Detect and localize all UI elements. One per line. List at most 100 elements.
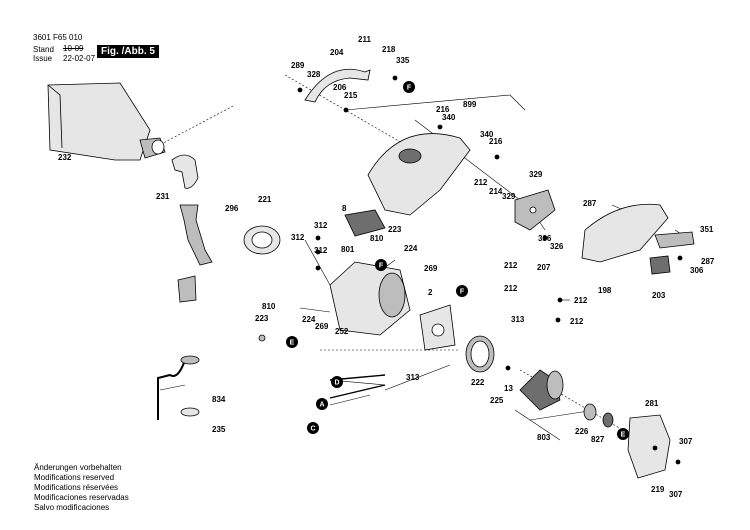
part-number-label: 224 bbox=[302, 315, 316, 324]
bearing-ring-part bbox=[465, 335, 495, 373]
part-number-label: 207 bbox=[537, 263, 551, 272]
part-number-label: 810 bbox=[262, 302, 276, 311]
part-number-label: 223 bbox=[388, 225, 402, 234]
part-number-label: 231 bbox=[156, 192, 170, 201]
armature-part bbox=[519, 369, 564, 411]
part-number-label: 204 bbox=[330, 48, 344, 57]
callout-marker: F bbox=[403, 81, 415, 93]
part-number-label: 225 bbox=[490, 396, 504, 405]
notes-block: Änderungen vorbehalten Modifications res… bbox=[34, 463, 129, 513]
part-number-label: 306 bbox=[690, 266, 704, 275]
issue-label: Issue bbox=[33, 54, 53, 63]
motor-cap-part bbox=[627, 414, 671, 479]
holder-bracket-part bbox=[179, 204, 213, 266]
part-number-label: 269 bbox=[424, 264, 438, 273]
figure-label: Fig. /Abb. 5 bbox=[97, 45, 159, 58]
doc-number: 3601 F65 010 bbox=[33, 33, 83, 42]
part-number-label: 335 bbox=[396, 56, 410, 65]
part-number-label: 281 bbox=[645, 399, 659, 408]
part-number-label: 214 bbox=[489, 187, 503, 196]
callout-letter: D bbox=[334, 380, 339, 387]
part-number-label: 801 bbox=[341, 245, 355, 254]
callout-marker: E bbox=[286, 336, 298, 348]
part-number-label: 224 bbox=[404, 244, 418, 253]
clamp-hook-part bbox=[157, 355, 200, 420]
part-number-label: 287 bbox=[701, 257, 715, 266]
cover-plate-part bbox=[514, 189, 556, 231]
part-number-label: 216 bbox=[489, 137, 503, 146]
part-number-label: 223 bbox=[255, 314, 269, 323]
part-number-label: 212 bbox=[570, 317, 584, 326]
part-number-label: 8 bbox=[342, 204, 347, 213]
callout-marker: F bbox=[375, 259, 387, 271]
part-number-label: 212 bbox=[574, 296, 588, 305]
part-drawings bbox=[47, 68, 695, 479]
part-number-label: 269 bbox=[315, 322, 329, 331]
part-number-label: 289 bbox=[291, 61, 305, 70]
part-number-label: 198 bbox=[598, 286, 612, 295]
part-number-label: 810 bbox=[370, 234, 384, 243]
part-number-label: 307 bbox=[679, 437, 693, 446]
part-number-label: 312 bbox=[291, 233, 305, 242]
callout-letter: E bbox=[621, 432, 626, 439]
part-number-label: 212 bbox=[504, 284, 518, 293]
part-number-label: 219 bbox=[651, 485, 665, 494]
part-number-label: 827 bbox=[591, 435, 605, 444]
fan-housing-part bbox=[243, 225, 281, 255]
callout-letter: F bbox=[379, 263, 384, 270]
part-number-label: 313 bbox=[406, 373, 420, 382]
callout-letter: F bbox=[460, 289, 465, 296]
part-number-label: 296 bbox=[225, 204, 239, 213]
callout-marker: F bbox=[456, 285, 468, 297]
callout-letter: F bbox=[407, 85, 412, 92]
part-number-label: 206 bbox=[333, 83, 347, 92]
part-number-label: 834 bbox=[212, 395, 226, 404]
spring-clip-part bbox=[649, 255, 671, 275]
part-number-label: 211 bbox=[358, 35, 371, 44]
motor-housing-part bbox=[329, 261, 411, 336]
part-number-label: 351 bbox=[700, 225, 714, 234]
part-number-label: 222 bbox=[471, 378, 485, 387]
dust-bag-part bbox=[47, 82, 166, 161]
note-line: Modifications réservées bbox=[34, 483, 119, 492]
part-number-label: 221 bbox=[258, 195, 272, 204]
callout-marker: A bbox=[316, 398, 328, 410]
note-line: Modifications reserved bbox=[34, 473, 115, 482]
part-number-label: 203 bbox=[652, 291, 666, 300]
stand-label: Stand bbox=[33, 45, 54, 54]
small-bracket-part bbox=[654, 231, 695, 249]
part-number-label: 326 bbox=[550, 242, 564, 251]
part-number-label: 287 bbox=[583, 199, 597, 208]
callout-marker: C bbox=[307, 422, 319, 434]
gear-housing-part bbox=[419, 304, 456, 351]
callout-marker: D bbox=[331, 376, 343, 388]
small-bearing-part bbox=[583, 403, 614, 428]
part-number-label: 307 bbox=[669, 490, 683, 499]
note-line: Salvo modificaciones bbox=[34, 503, 110, 512]
part-number-label: 329 bbox=[502, 192, 516, 201]
part-number-label: 340 bbox=[442, 113, 456, 122]
part-number-label: 212 bbox=[474, 178, 488, 187]
lever-arm-part bbox=[304, 68, 371, 103]
issue-value: 22-02-07 bbox=[63, 54, 96, 63]
stand-value: 10-09 bbox=[63, 44, 84, 53]
callout-marker: E bbox=[617, 428, 629, 440]
part-number-label: 328 bbox=[307, 70, 321, 79]
blade-guard-part bbox=[367, 133, 471, 216]
part-number-label: 312 bbox=[314, 246, 328, 255]
baffle-part bbox=[344, 209, 386, 237]
part-number-label: 232 bbox=[58, 153, 72, 162]
screw-part bbox=[258, 75, 683, 465]
callout-letter: E bbox=[290, 340, 295, 347]
part-number-label: 216 bbox=[436, 105, 450, 114]
part-number-label: 218 bbox=[382, 45, 396, 54]
part-number-label: 13 bbox=[504, 384, 513, 393]
clip-part bbox=[177, 275, 197, 303]
lower-guard-part bbox=[581, 203, 669, 263]
part-number-label: 235 bbox=[212, 425, 226, 434]
part-number-label: 340 bbox=[480, 130, 494, 139]
part-number-label: 336 bbox=[538, 234, 552, 243]
part-number-label: 313 bbox=[511, 315, 525, 324]
elbow-adapter-part bbox=[171, 154, 199, 189]
